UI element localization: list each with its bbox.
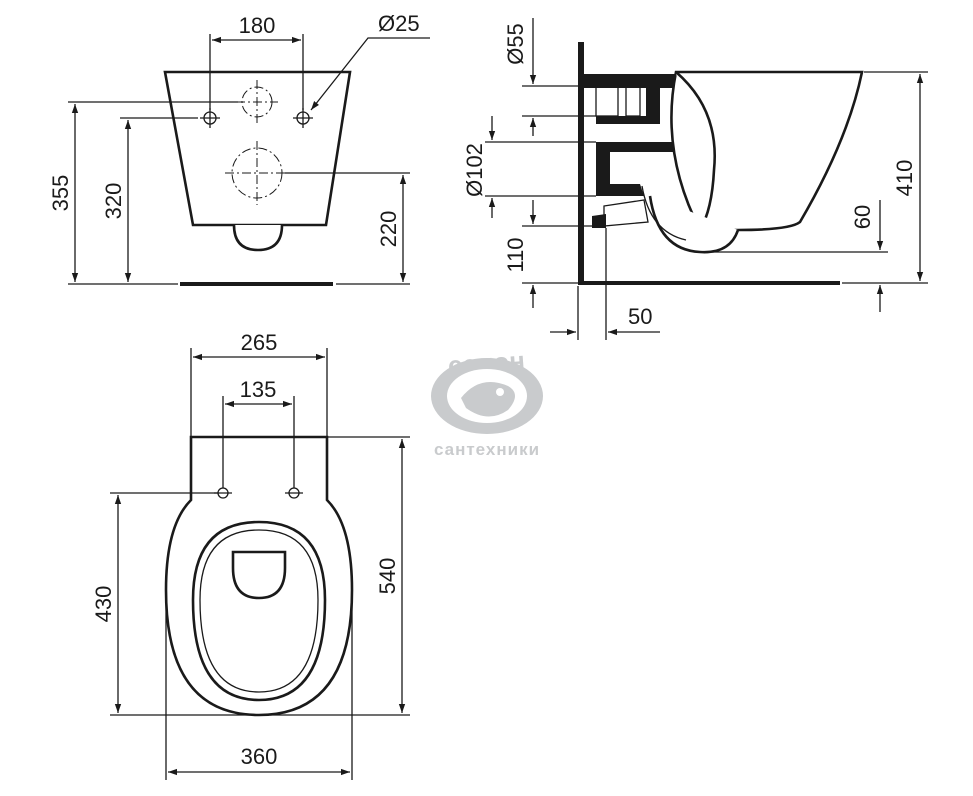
- side-outlet-spigot: [592, 214, 606, 228]
- side-inlet-pipe-2: [625, 81, 641, 117]
- side-trap-inner: [641, 185, 687, 241]
- side-view: Ø55 Ø102 110 410 60 50: [462, 18, 928, 340]
- front-view: 180 Ø25 355 320 220: [48, 11, 430, 286]
- dim-label-265: 265: [241, 330, 278, 355]
- dim-label-135: 135: [240, 377, 277, 402]
- dim-label-220: 220: [376, 211, 401, 248]
- dim-label-110: 110: [503, 237, 528, 272]
- side-wall: [578, 42, 584, 285]
- side-bowl-outline: [670, 70, 864, 232]
- dim-label-dia-55: Ø55: [503, 23, 528, 65]
- dim-label-180: 180: [239, 13, 276, 38]
- dim-label-360: 360: [241, 744, 278, 769]
- top-seat-inner: [199, 529, 319, 693]
- front-trap-outline: [232, 224, 284, 252]
- dim-label-320: 320: [101, 183, 126, 220]
- fixing-hole-left: [200, 108, 220, 128]
- side-outlet-cone: [603, 199, 649, 227]
- fixing-hole-right: [293, 108, 313, 128]
- dim-label-430: 430: [91, 586, 116, 623]
- side-trap-outline: [648, 195, 740, 254]
- side-inlet-pipe: [595, 85, 619, 117]
- top-view: 265 135 430 540 360: [91, 330, 410, 780]
- dim-label-dia-25: Ø25: [378, 11, 420, 36]
- waste-outlet-circle: [225, 141, 289, 205]
- dim-label-dia-102: Ø102: [462, 143, 487, 197]
- side-bowl-inner: [675, 71, 716, 231]
- top-seat-outline: [191, 520, 327, 702]
- leader-dia-25: [310, 37, 430, 111]
- dim-label-355: 355: [48, 175, 73, 212]
- watermark-logo: салон сантехники: [431, 345, 543, 459]
- top-waste-opening: [231, 550, 287, 600]
- dim-label-50: 50: [628, 304, 652, 329]
- dim-label-60: 60: [850, 205, 875, 229]
- watermark-bottom-text: сантехники: [434, 440, 540, 459]
- water-inlet-circle: [236, 80, 278, 124]
- dim-label-410: 410: [892, 160, 917, 197]
- dim-label-540: 540: [375, 558, 400, 595]
- side-outlet-pipe: [596, 142, 684, 196]
